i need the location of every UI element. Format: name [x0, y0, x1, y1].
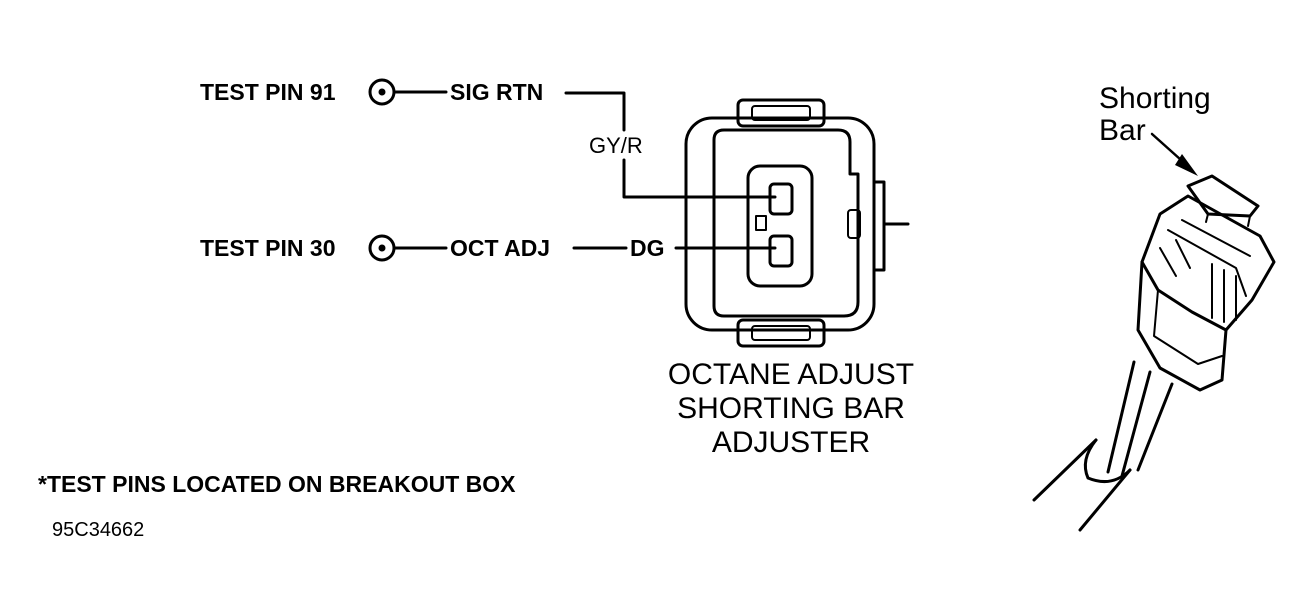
- gy-r-wire-lower: [622, 158, 777, 199]
- test-pin-91-terminal: [368, 78, 396, 106]
- test-pin-30-label: TEST PIN 30: [200, 235, 335, 261]
- octane-adjust-connector: [684, 98, 910, 348]
- oct-adj-label: OCT ADJ: [450, 235, 550, 261]
- connector-caption-line-2: SHORTING BAR: [677, 392, 905, 425]
- shorting-bar-connector-illustration: [1032, 174, 1276, 532]
- connector-caption-line-1: OCTANE ADJUST: [668, 358, 914, 391]
- figure-id: 95C34662: [52, 519, 144, 541]
- breakout-box-footnote: *TEST PINS LOCATED ON BREAKOUT BOX: [38, 471, 516, 497]
- dg-wire-label: DG: [630, 235, 665, 261]
- test-pin-91-label: TEST PIN 91: [200, 79, 336, 105]
- shorting-bar-callout-line-2: Bar: [1099, 114, 1146, 147]
- gy-r-wire-label: GY/R: [589, 133, 643, 158]
- sig-rtn-wire-upper: [564, 91, 626, 132]
- sig-rtn-label: SIG RTN: [450, 79, 543, 105]
- test-pin-30-terminal: [368, 234, 396, 262]
- shorting-bar-callout-line-1: Shorting: [1099, 82, 1211, 115]
- connector-caption-line-3: ADJUSTER: [712, 426, 870, 459]
- callout-arrow-icon: [1150, 132, 1198, 176]
